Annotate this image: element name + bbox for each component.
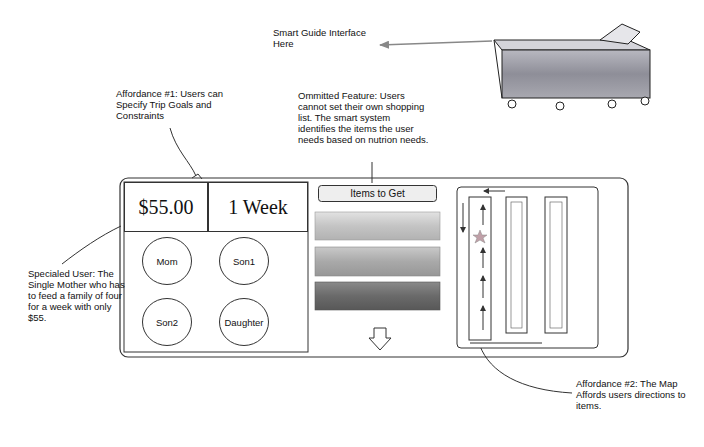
- node-text: Daughter: [224, 317, 263, 328]
- node-text: $55.00: [139, 196, 194, 219]
- node-text: 1 Week: [228, 196, 288, 219]
- store-map: [457, 187, 598, 348]
- device-panel: [120, 178, 628, 357]
- callout-note: Affordance #2: The Map Affords users dir…: [576, 378, 696, 411]
- node-text-group: Son2: [156, 317, 178, 328]
- scroll-arrow: [369, 328, 391, 350]
- rect-border: [209, 183, 308, 232]
- node-text: Mom: [156, 256, 177, 267]
- callout-note: Ommitted Feature: Users cannot set their…: [298, 90, 430, 145]
- item-bar: [315, 247, 440, 276]
- leader-line: [170, 128, 196, 176]
- node-text-group: Daughter: [224, 317, 263, 328]
- node-text-group: 1 Week: [228, 196, 288, 219]
- node-text: Son1: [233, 256, 255, 267]
- interface-label: Smart Guide Interface Here: [273, 27, 385, 49]
- budget-box: $55.00: [124, 182, 208, 232]
- leader-line: [62, 226, 121, 264]
- node-text-group: $55.00: [139, 196, 194, 219]
- node-text-group: Items to Get: [350, 188, 404, 199]
- family-panel: [124, 182, 308, 352]
- pointer-arrow: [380, 41, 492, 45]
- node-text: Son2: [156, 317, 178, 328]
- leader-line: [480, 346, 572, 393]
- duration-box: 1 Week: [208, 182, 308, 232]
- circle-border: [143, 299, 192, 346]
- callout-note: Specialed User: The Single Mother who ha…: [28, 268, 130, 323]
- family-member-circle: Daughter: [219, 298, 269, 346]
- leader-line: [372, 162, 373, 183]
- node-text-group: Son1: [233, 256, 255, 267]
- family-member-circle: Son1: [219, 237, 269, 285]
- item-bar: [315, 212, 440, 240]
- family-member-circle: Son2: [142, 298, 192, 346]
- button-border: [319, 186, 437, 202]
- item-bar: [315, 282, 440, 310]
- node-text-group: Mom: [156, 256, 177, 267]
- items-button: Items to Get: [318, 185, 437, 202]
- circle-border: [220, 299, 269, 346]
- callout-note: Affordance #1: Users can Specify Trip Go…: [116, 88, 234, 121]
- circle-border: [143, 238, 192, 285]
- circle-border: [220, 238, 269, 285]
- node-text: Items to Get: [350, 188, 404, 199]
- family-member-circle: Mom: [142, 237, 192, 285]
- rect-border: [125, 183, 208, 232]
- cart-illustration: [494, 24, 650, 110]
